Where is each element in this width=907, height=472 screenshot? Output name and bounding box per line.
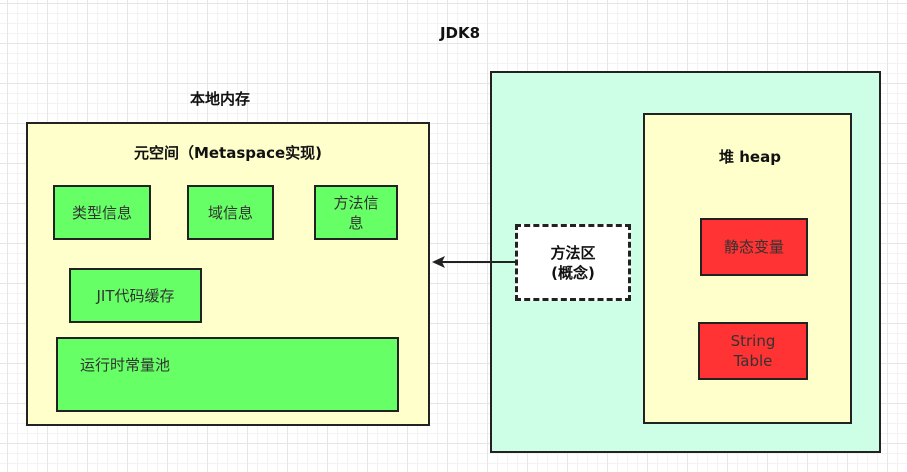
diagram-title: JDK8 <box>439 24 481 42</box>
string-table-box: String Table <box>698 322 808 380</box>
static-vars-box: 静态变量 <box>700 218 808 276</box>
method-info-box: 方法信 息 <box>314 185 398 240</box>
implements-arrow <box>432 256 516 268</box>
metaspace-title: 元空间（Metaspace实现) <box>133 144 323 162</box>
class-info-box: 类型信息 <box>53 185 151 240</box>
heap-title: 堆 heap <box>719 148 781 166</box>
runtime-constant-pool-box: 运行时常量池 <box>56 337 399 412</box>
native-memory-label: 本地内存 <box>189 90 250 108</box>
method-area-box: 方法区 (概念) <box>515 224 631 301</box>
jit-cache-box: JIT代码缓存 <box>69 268 202 323</box>
field-info-box: 域信息 <box>187 185 274 240</box>
